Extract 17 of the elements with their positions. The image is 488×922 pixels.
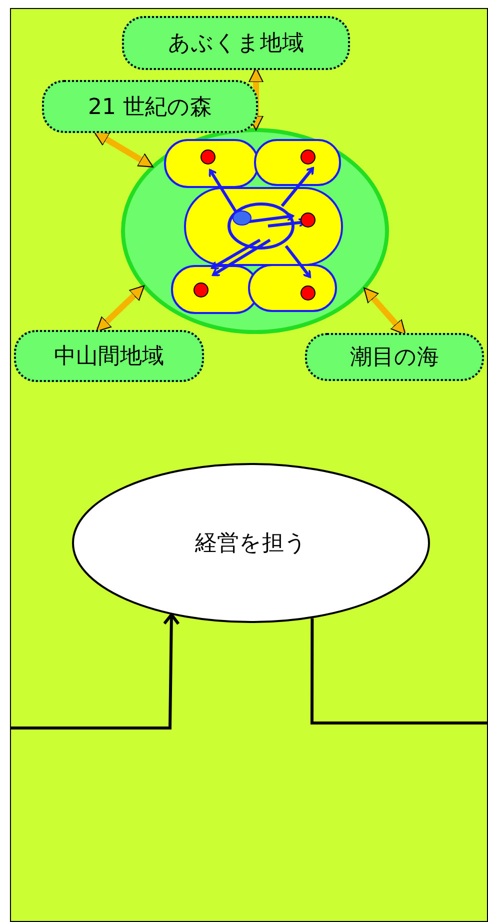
region-label-box [42, 80, 258, 133]
region-label-box [305, 333, 484, 381]
arrow [11, 613, 180, 730]
connector-line [310, 618, 488, 724]
region-label: 潮目の海 [350, 344, 439, 372]
arrow [96, 285, 145, 332]
arrow [248, 68, 264, 130]
management-ellipse [72, 463, 430, 623]
arrow [363, 287, 406, 335]
region-label: 中山間地域 [54, 343, 164, 371]
arrow [94, 130, 154, 168]
region-label-box [122, 16, 350, 70]
region-label-box [14, 330, 204, 382]
region-ellipse [121, 128, 389, 334]
ellipse-label: 経営を担う [195, 530, 307, 558]
region-label: あぶくま地域 [168, 30, 304, 58]
region-label: 21 世紀の森 [88, 94, 212, 122]
